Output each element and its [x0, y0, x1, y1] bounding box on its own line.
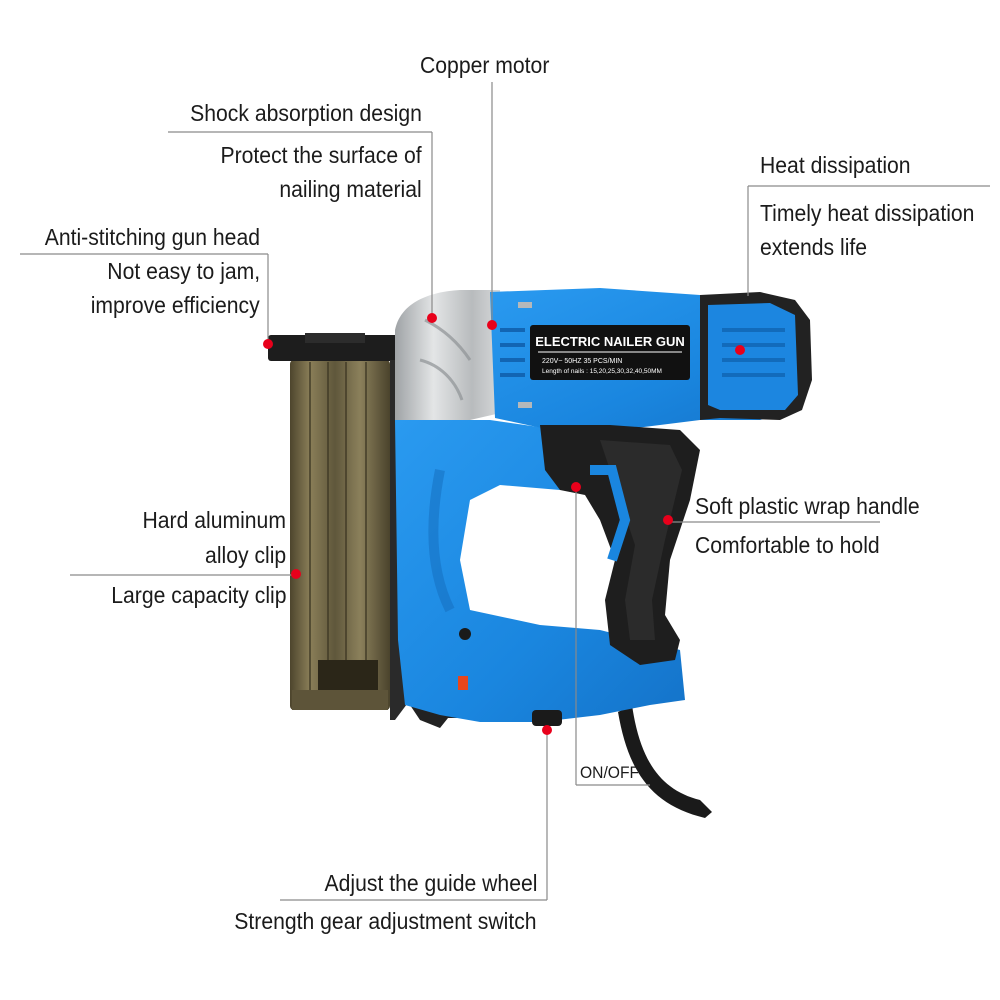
heat-title: Heat dissipation	[760, 152, 911, 178]
shock-housing	[395, 290, 505, 420]
guide-wheel	[532, 710, 562, 726]
shock-title: Shock absorption design	[190, 100, 422, 126]
wheel-title: Adjust the guide wheel	[324, 870, 537, 896]
shock-desc-1: Protect the surface of	[220, 142, 422, 168]
copper-motor-label: Copper motor	[420, 52, 550, 78]
clip-desc: Large capacity clip	[110, 582, 286, 608]
wheel-desc: Strength gear adjustment switch	[234, 908, 537, 934]
heat-desc-1: Timely heat dissipation	[760, 200, 975, 226]
magazine-clip	[290, 360, 390, 710]
heat-desc-2: extends life	[760, 234, 868, 260]
clip-title-2: alloy clip	[204, 542, 286, 568]
clip-title-1: Hard aluminum	[142, 507, 286, 533]
shock-desc-2: nailing material	[279, 176, 422, 202]
handle-title: Soft plastic wrap handle	[695, 493, 920, 519]
panel-title: ELECTRIC NAILER GUN	[535, 334, 685, 349]
gun-head	[268, 335, 398, 361]
head-desc-1: Not easy to jam,	[107, 258, 260, 284]
handle-desc: Comfortable to hold	[695, 532, 880, 558]
screw	[459, 628, 471, 640]
panel-spec-1: 220V~ 50HZ 35 PCS/MIN	[542, 358, 622, 365]
switch-label: ON/OFF	[580, 763, 640, 782]
panel-spec-2: Length of nails : 15,20,25,30,32,40,50MM	[542, 368, 662, 375]
power-cord	[618, 705, 712, 818]
head-desc-2: improve efficiency	[91, 292, 260, 318]
head-title: Anti-stitching gun head	[44, 224, 260, 250]
